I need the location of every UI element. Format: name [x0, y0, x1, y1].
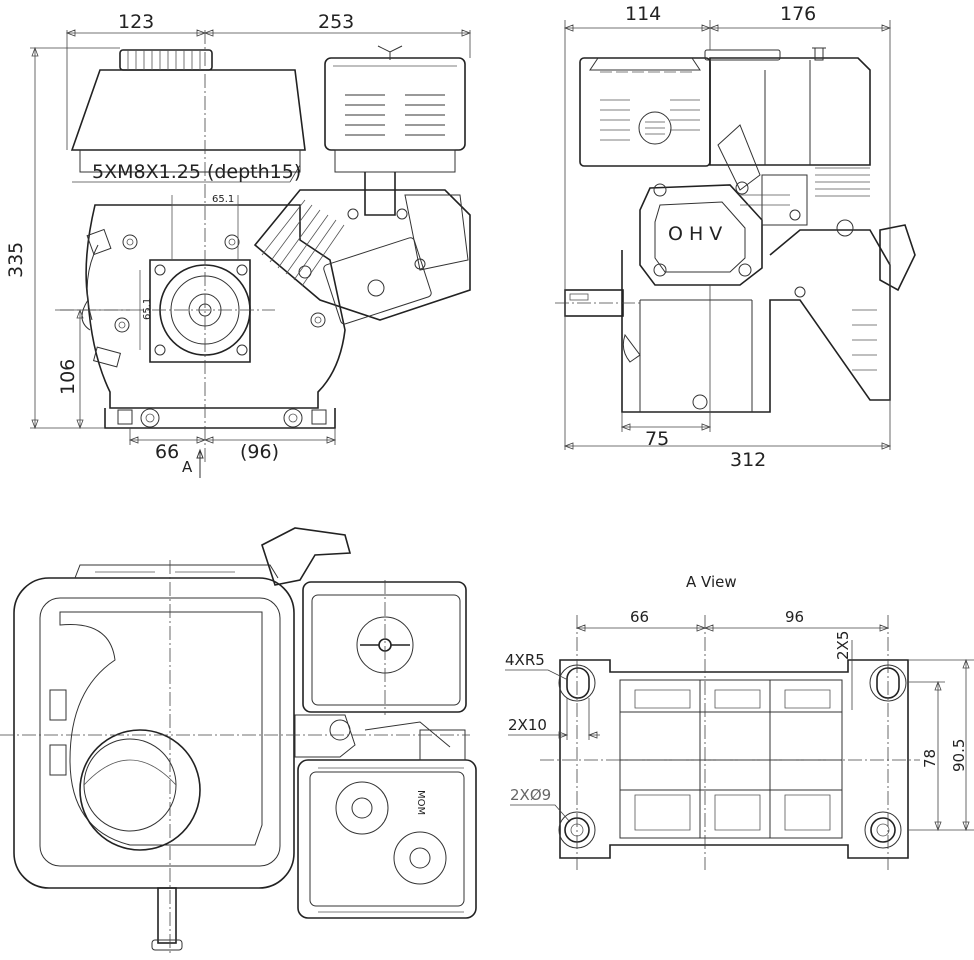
- front-bolt-circle-v: 65.1: [142, 298, 153, 320]
- a-view-note-holes: 2XØ9: [510, 786, 551, 804]
- top-filter-logo: MOM: [415, 790, 426, 815]
- side-dim-top-right: 176: [780, 3, 816, 25]
- front-view: 123 253 335 106 66 (96) A 5XM8X1.25 (dep…: [5, 11, 472, 478]
- top-output-shaft: [157, 887, 177, 944]
- front-pto-flange: [149, 259, 251, 363]
- a-view-note-radius: 4XR5: [505, 651, 545, 669]
- front-dim-top-right: 253: [318, 11, 354, 33]
- front-dim-top-left: 123: [118, 11, 154, 33]
- a-view: A View 66 96 78 90.5: [505, 573, 974, 870]
- front-bolt-circle-h: 65.1: [212, 194, 234, 205]
- a-view-dim-left: 66: [630, 608, 649, 626]
- front-dim-shaft-height: 106: [57, 359, 79, 395]
- a-view-hole-right: [870, 817, 896, 843]
- a-view-note-slot-width: 2X10: [508, 716, 547, 734]
- front-air-filter: [324, 57, 466, 151]
- top-fuel-tank: [13, 577, 295, 889]
- a-view-dim-right: 96: [785, 608, 804, 626]
- front-crankcase: [85, 204, 346, 409]
- front-dim-base-left: 66: [155, 441, 179, 463]
- front-fuel-cap: [119, 49, 213, 71]
- front-dim-height: 335: [5, 242, 27, 278]
- side-engine-block: [621, 229, 891, 413]
- side-air-filter: [579, 57, 711, 167]
- a-view-title: A View: [686, 573, 737, 591]
- a-view-dim-outer: 90.5: [950, 739, 968, 772]
- a-view-dim-inner: 78: [921, 749, 939, 768]
- front-base-feet: [104, 408, 336, 429]
- top-fuel-cap: [79, 729, 201, 851]
- top-muffler: [297, 759, 477, 919]
- front-fuel-tank: [70, 69, 306, 151]
- a-view-slot-left: [566, 667, 590, 699]
- side-cover-logo: OHV: [668, 223, 728, 245]
- front-dim-base-right: (96): [240, 441, 279, 463]
- side-fuel-tank: [709, 57, 871, 166]
- a-view-base-plate: [559, 659, 909, 859]
- front-thread-note: 5XM8X1.25 (depth15): [92, 161, 301, 183]
- side-view: OHV 114 176 75: [555, 3, 916, 471]
- side-dim-total-width: 312: [730, 449, 766, 471]
- top-air-filter: [302, 581, 467, 713]
- front-cylinder: [253, 189, 471, 325]
- front-view-arrow-label: A: [182, 458, 193, 476]
- a-view-note-slot-len: 2X5: [834, 631, 852, 660]
- side-dim-top-left: 114: [625, 3, 661, 25]
- side-dim-base-offset: 75: [645, 428, 669, 450]
- top-view: MOM: [0, 527, 477, 955]
- front-carburettor: [364, 172, 396, 216]
- side-valve-cover: [639, 184, 763, 286]
